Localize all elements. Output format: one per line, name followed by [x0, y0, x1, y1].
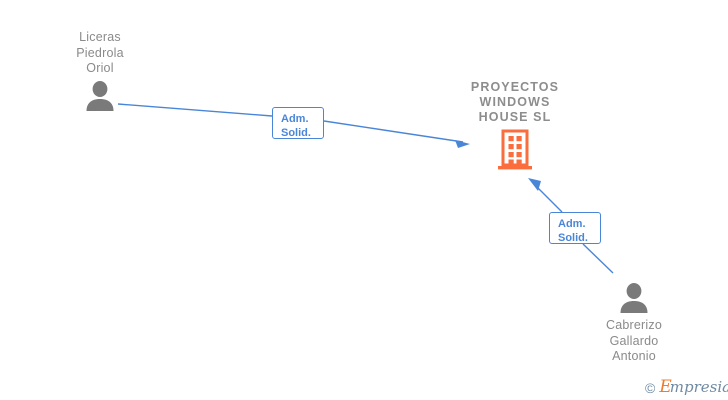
building-icon — [498, 129, 532, 170]
edge-label-adm-solid-1[interactable]: Adm. Solid. — [272, 107, 324, 139]
person-icon — [620, 283, 648, 313]
person-icon — [86, 80, 114, 111]
edge-arrowhead-2 — [528, 178, 541, 191]
watermark: © Empresia — [645, 378, 728, 398]
person-node-liceras-piedrola-oriol[interactable]: Liceras Piedrola Oriol — [30, 30, 170, 111]
brand-name: Empresia — [659, 379, 728, 397]
edge-line-2-upper — [532, 182, 563, 213]
person-label: Cabrerizo Gallardo Antonio — [606, 318, 662, 363]
brand-initial: E — [659, 377, 672, 397]
edge-line-2-lower — [582, 243, 614, 274]
brand-rest: mpresia — [669, 378, 728, 396]
person-node-cabrerizo-gallardo-antonio[interactable]: Cabrerizo Gallardo Antonio — [564, 283, 704, 365]
company-node-proyectos-windows-house-sl[interactable]: PROYECTOS WINDOWS HOUSE SL — [442, 80, 588, 171]
person-label: Liceras Piedrola Oriol — [76, 30, 124, 75]
copyright-icon: © — [645, 380, 656, 396]
company-label: PROYECTOS WINDOWS HOUSE SL — [470, 80, 560, 124]
edge-label-adm-solid-2[interactable]: Adm. Solid. — [549, 212, 601, 244]
